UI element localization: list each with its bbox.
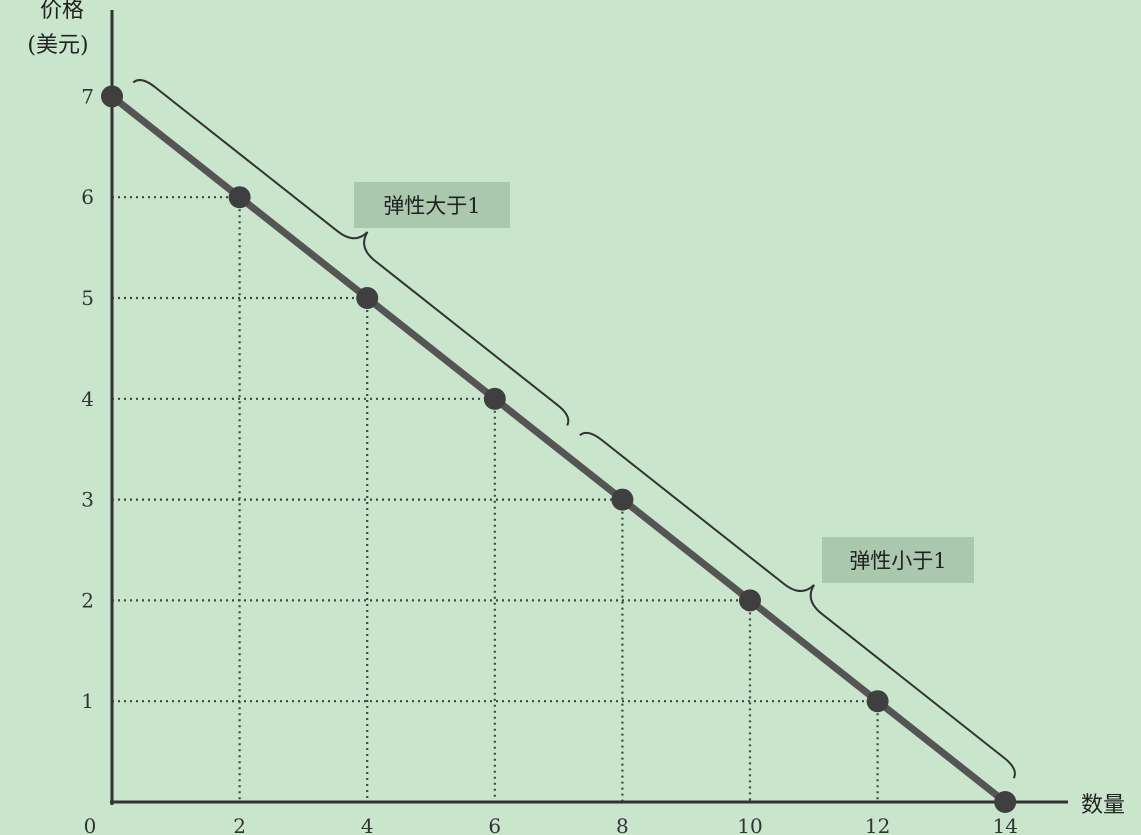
annotation-elastic-text: 弹性大于1 [383,194,480,218]
annotation-brace-0 [132,79,570,426]
data-point-7 [994,791,1017,813]
y-tick-label-3: 3 [81,488,94,512]
data-point-1 [228,186,251,209]
x-tick-label-10: 10 [737,814,762,835]
demand-line [108,92,1009,806]
annotation-elastic-box [354,182,510,228]
data-point-5 [739,589,761,612]
x-axis-label: 数量 [1081,793,1125,818]
data-point-3 [483,387,506,410]
x-tick-label-4: 4 [361,814,374,835]
y-tick-label-5: 5 [81,286,94,310]
x-tick-label-6: 6 [488,814,501,835]
y-tick-label-7: 7 [81,84,94,108]
x-tick-label-14: 14 [992,814,1017,835]
annotation-inelastic: 弹性小于1 [822,537,974,583]
annotation-inelastic-text: 弹性小于1 [849,549,946,573]
braces [132,79,1016,779]
axes [110,10,1068,805]
annotation-brace-1 [579,431,1016,779]
annotation-elastic: 弹性大于1 [354,182,510,228]
y-tick-label-2: 2 [81,588,94,612]
y-tick-label-1: 1 [81,689,94,713]
data-point-4 [611,488,634,511]
y-axis-label-line1: 价格 [40,0,84,23]
data-point-2 [356,287,379,309]
y-tick-label-4: 4 [81,387,94,411]
annotation-inelastic-box [822,537,974,583]
x-tick-label-2: 2 [233,814,246,835]
origin-label: 0 [84,814,97,835]
demand-line-layer [108,92,1009,806]
y-tick-label-6: 6 [81,185,94,209]
data-point-6 [866,690,889,713]
x-tick-label-12: 12 [865,814,890,835]
y-axis-label-line2: (美元) [27,33,88,58]
x-tick-label-8: 8 [616,814,629,835]
dotted-guides [112,196,879,802]
data-points [101,85,1017,813]
data-point-0 [101,85,123,108]
